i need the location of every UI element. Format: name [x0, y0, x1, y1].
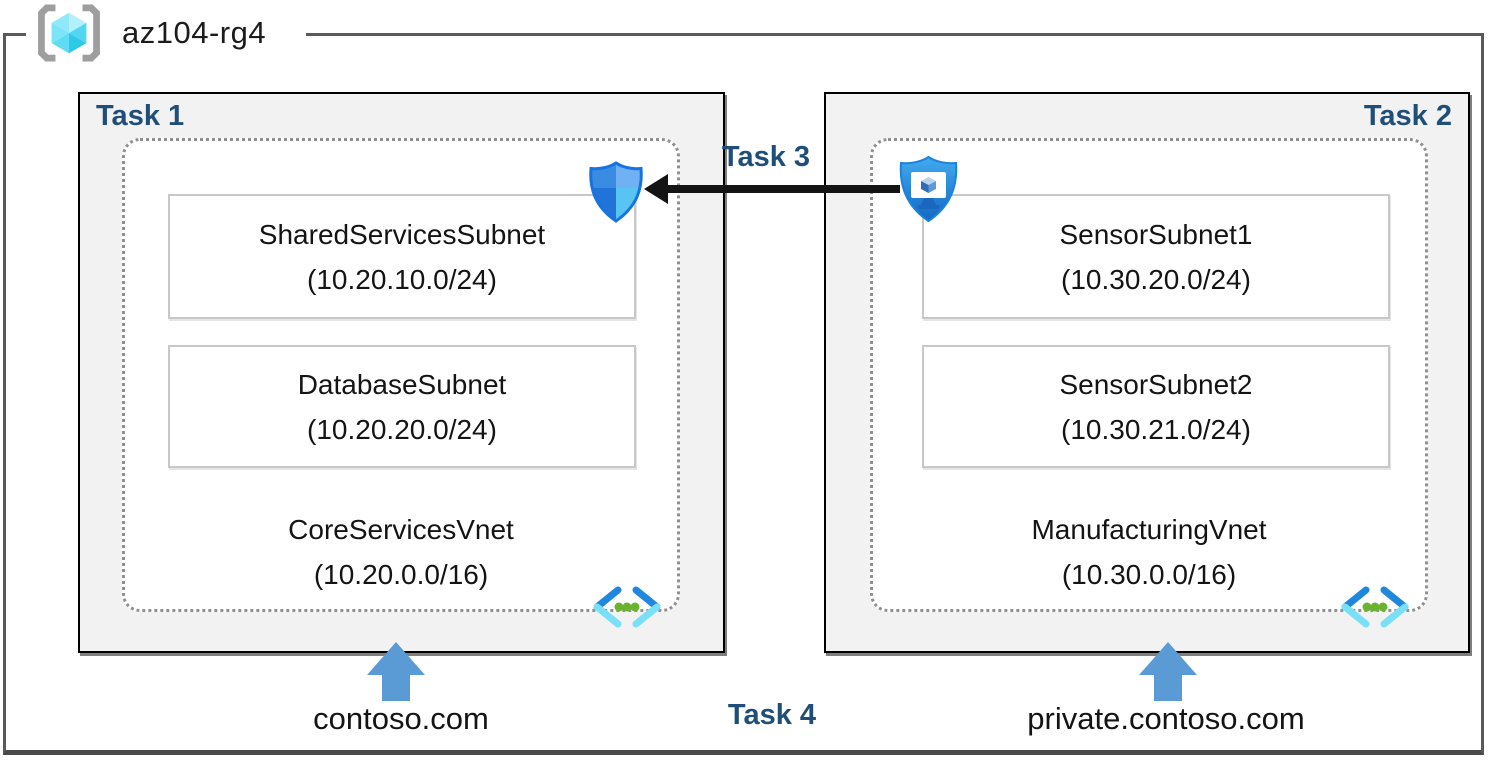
- vnet-cidr: (10.20.0.0/16): [313, 559, 489, 590]
- application-security-group-shield-icon: [899, 155, 958, 223]
- vnet-cidr: (10.30.0.0/16): [1061, 559, 1237, 590]
- task3-heading: Task 3: [721, 141, 811, 173]
- vnet-name: CoreServicesVnet: [288, 514, 514, 545]
- private-contoso-up-arrow-stem: [1154, 674, 1182, 701]
- subnet-name: SharedServicesSubnet: [258, 218, 546, 250]
- private-contoso-domain-label: private.contoso.com: [1027, 701, 1305, 736]
- manufacturing-vnet-container: SensorSubnet1 (10.30.20.0/24) SensorSubn…: [870, 138, 1428, 628]
- private-contoso-up-arrow-icon: [1139, 642, 1197, 675]
- task2-box: Task 2 SensorSubnet1 (10.30.20.0/24) Sen…: [824, 92, 1470, 653]
- subnet-name: SensorSubnet1: [1059, 218, 1253, 250]
- resource-group-label: az104-rg4: [26, 0, 307, 66]
- shared-services-subnet-box: SharedServicesSubnet (10.20.10.0/24): [168, 194, 636, 319]
- subnet-cidr: (10.30.20.0/24): [1061, 263, 1251, 295]
- virtual-network-icon: [1341, 586, 1409, 628]
- network-security-group-shield-icon: [589, 161, 643, 223]
- task3-arrow-line: [666, 185, 900, 193]
- core-services-vnet-caption: CoreServicesVnet (10.20.0.0/16): [125, 507, 677, 597]
- manufacturing-vnet-caption: ManufacturingVnet (10.30.0.0/16): [873, 507, 1425, 597]
- resource-group-name: az104-rg4: [122, 15, 267, 50]
- resource-group-frame: [3, 33, 1484, 755]
- vnet-name: ManufacturingVnet: [1031, 514, 1267, 545]
- task4-heading: Task 4: [727, 699, 817, 731]
- task3-arrow-head-icon: [644, 174, 668, 204]
- sensor-subnet2-box: SensorSubnet2 (10.30.21.0/24): [922, 345, 1390, 468]
- resource-group-icon: [38, 4, 100, 62]
- task1-heading: Task 1: [96, 100, 185, 132]
- contoso-domain-label: contoso.com: [313, 701, 489, 736]
- subnet-name: SensorSubnet2: [1059, 368, 1253, 400]
- subnet-cidr: (10.20.20.0/24): [307, 413, 497, 445]
- subnet-cidr: (10.30.21.0/24): [1061, 413, 1251, 445]
- core-services-vnet-container: SharedServicesSubnet (10.20.10.0/24) Dat…: [122, 138, 680, 628]
- task1-box: Task 1 SharedServicesSubnet (10.20.10.0/…: [78, 92, 725, 653]
- subnet-cidr: (10.20.10.0/24): [307, 263, 497, 295]
- subnet-name: DatabaseSubnet: [297, 368, 507, 400]
- contoso-up-arrow-icon: [367, 642, 425, 675]
- task2-heading: Task 2: [1363, 100, 1452, 132]
- virtual-network-icon: [593, 586, 661, 628]
- database-subnet-box: DatabaseSubnet (10.20.20.0/24): [168, 345, 636, 468]
- contoso-up-arrow-stem: [382, 674, 410, 701]
- sensor-subnet1-box: SensorSubnet1 (10.30.20.0/24): [922, 194, 1390, 319]
